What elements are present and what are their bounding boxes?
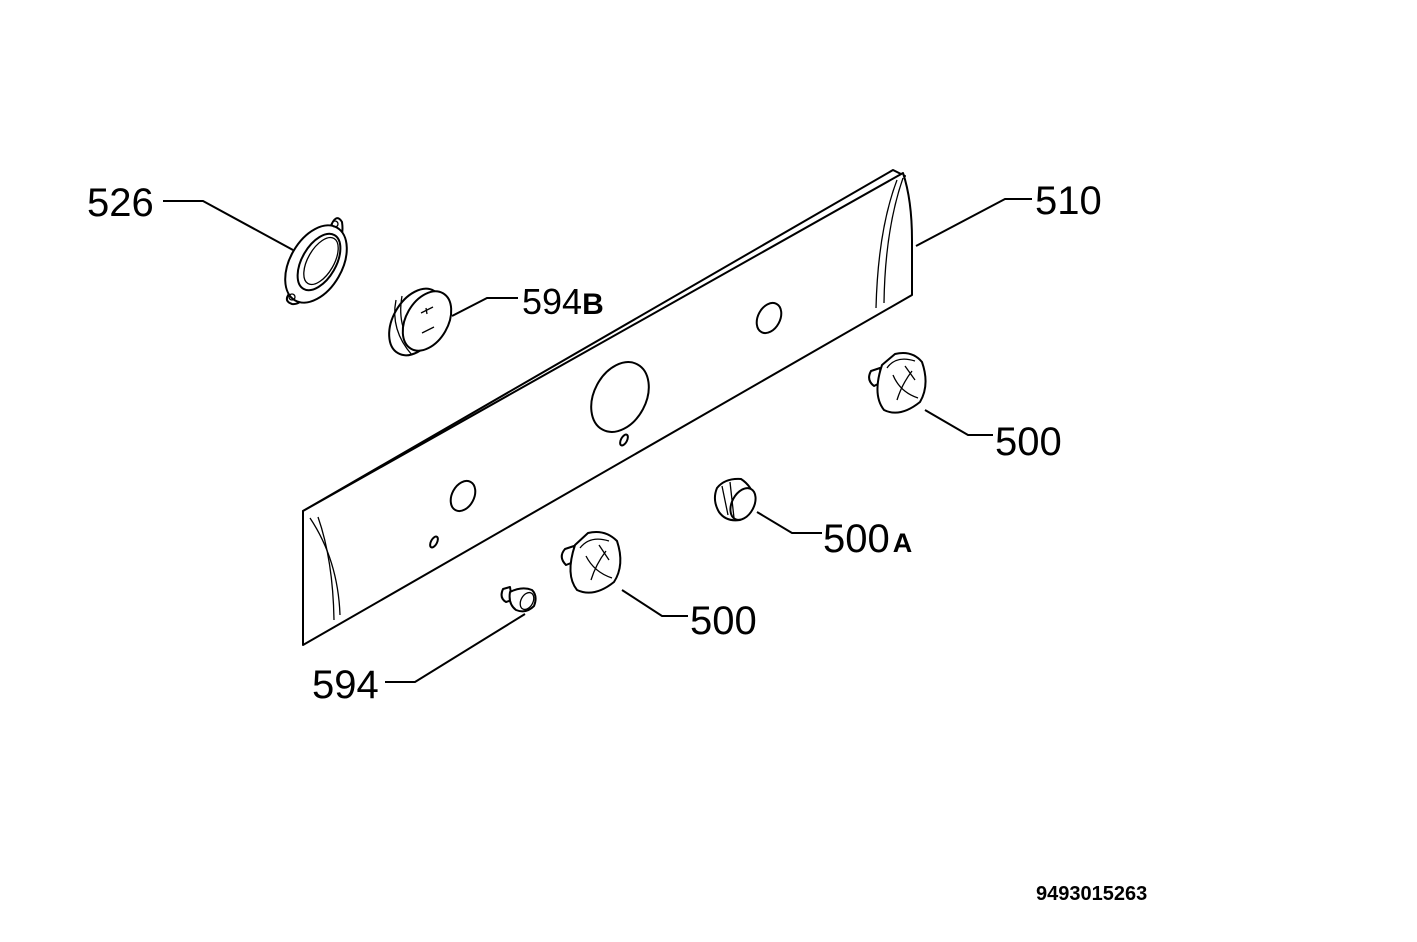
drawing-number: 9493015263 bbox=[1036, 883, 1147, 905]
plug-b bbox=[388, 287, 453, 357]
leader-594 bbox=[385, 613, 526, 683]
panel-hole-right bbox=[755, 301, 783, 335]
label-594b: 594B bbox=[522, 281, 604, 322]
leader-500a bbox=[756, 511, 822, 534]
panel-hole-left bbox=[449, 479, 477, 513]
knob-left bbox=[560, 531, 622, 594]
label-500-right: 500 bbox=[995, 420, 1062, 464]
label-500-left: 500 bbox=[690, 599, 757, 643]
leader-lines bbox=[163, 198, 1032, 683]
leader-510 bbox=[915, 198, 1032, 247]
cover-ring bbox=[284, 217, 348, 306]
screw bbox=[500, 586, 537, 613]
leader-500-left bbox=[621, 589, 688, 617]
panel-small-hole-left bbox=[429, 535, 439, 549]
panel-large-hole bbox=[590, 361, 650, 433]
label-594: 594 bbox=[312, 663, 379, 707]
panel-small-hole-center bbox=[619, 433, 629, 447]
control-panel bbox=[302, 169, 913, 646]
label-526: 526 bbox=[87, 181, 154, 225]
knob-right bbox=[868, 352, 927, 414]
small-knob bbox=[713, 477, 757, 522]
label-510: 510 bbox=[1035, 179, 1102, 223]
leader-526 bbox=[163, 200, 294, 251]
leader-594b bbox=[451, 297, 518, 317]
leader-500-right bbox=[924, 409, 993, 436]
